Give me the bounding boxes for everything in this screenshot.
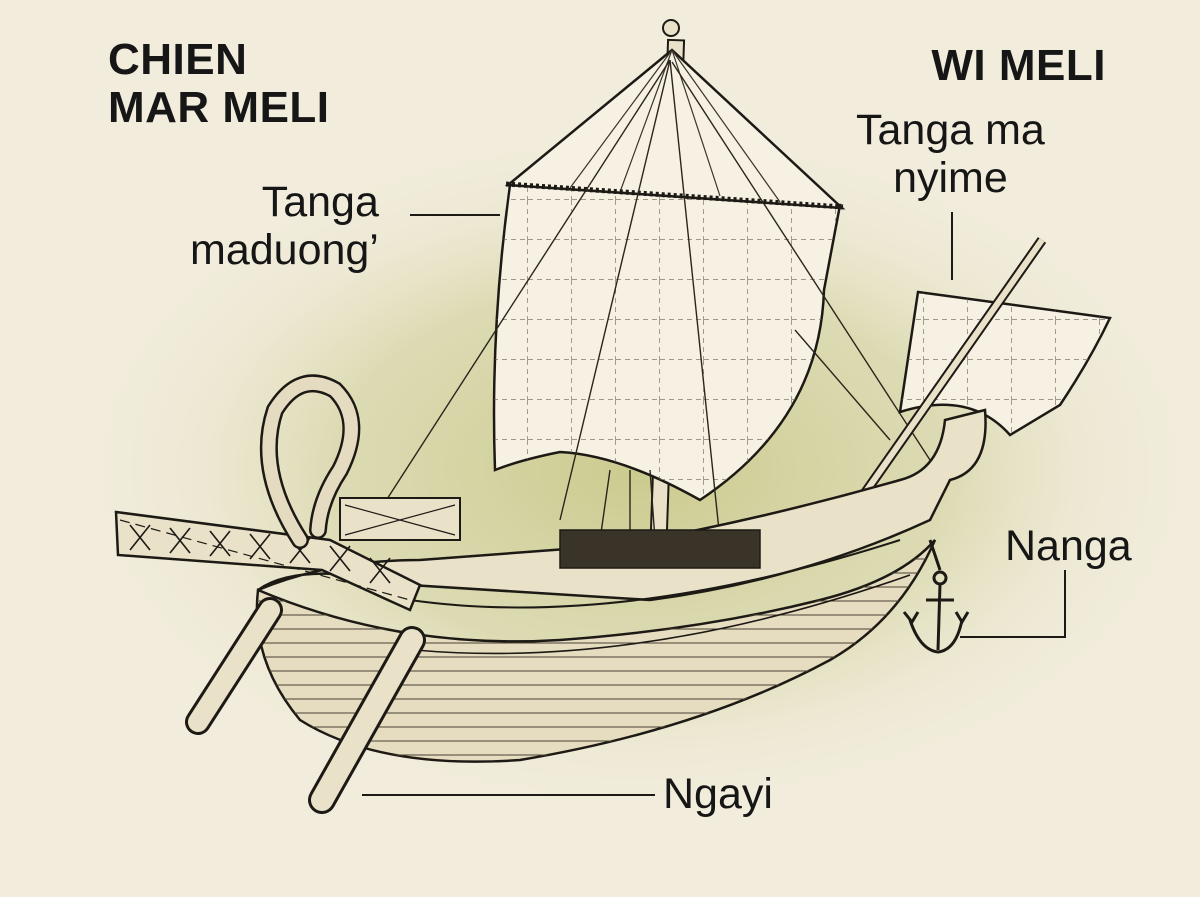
rigging [379, 59, 931, 541]
stern-heading-line1: CHIEN [108, 35, 248, 84]
bow-heading: WI MELI [931, 41, 1106, 90]
main-sail-label: Tanga maduong’ [190, 178, 379, 274]
fore-sail-label: Tanga ma nyime [856, 106, 1045, 202]
oar-label: Ngayi [663, 770, 773, 818]
stern-heading-line2: MAR MELI [108, 82, 330, 132]
leader-lines [362, 212, 1066, 796]
steering-oars [185, 597, 426, 814]
anchor-label: Nanga [1005, 522, 1132, 570]
main-sail-label-line2: maduong’ [190, 226, 379, 275]
fore-sail-label-line2: nyime [893, 154, 1008, 203]
hull [255, 408, 987, 763]
main-sail-label-line1: Tanga [261, 178, 379, 226]
fore-sail-label-line1: Tanga ma [856, 106, 1045, 154]
main-sail [492, 48, 846, 502]
stern-heading: CHIEN MAR MELI [108, 36, 330, 131]
anchor-leader [960, 570, 1066, 638]
fore-sail [855, 237, 1112, 503]
stern-gallery [114, 374, 422, 612]
anchor [902, 539, 970, 654]
